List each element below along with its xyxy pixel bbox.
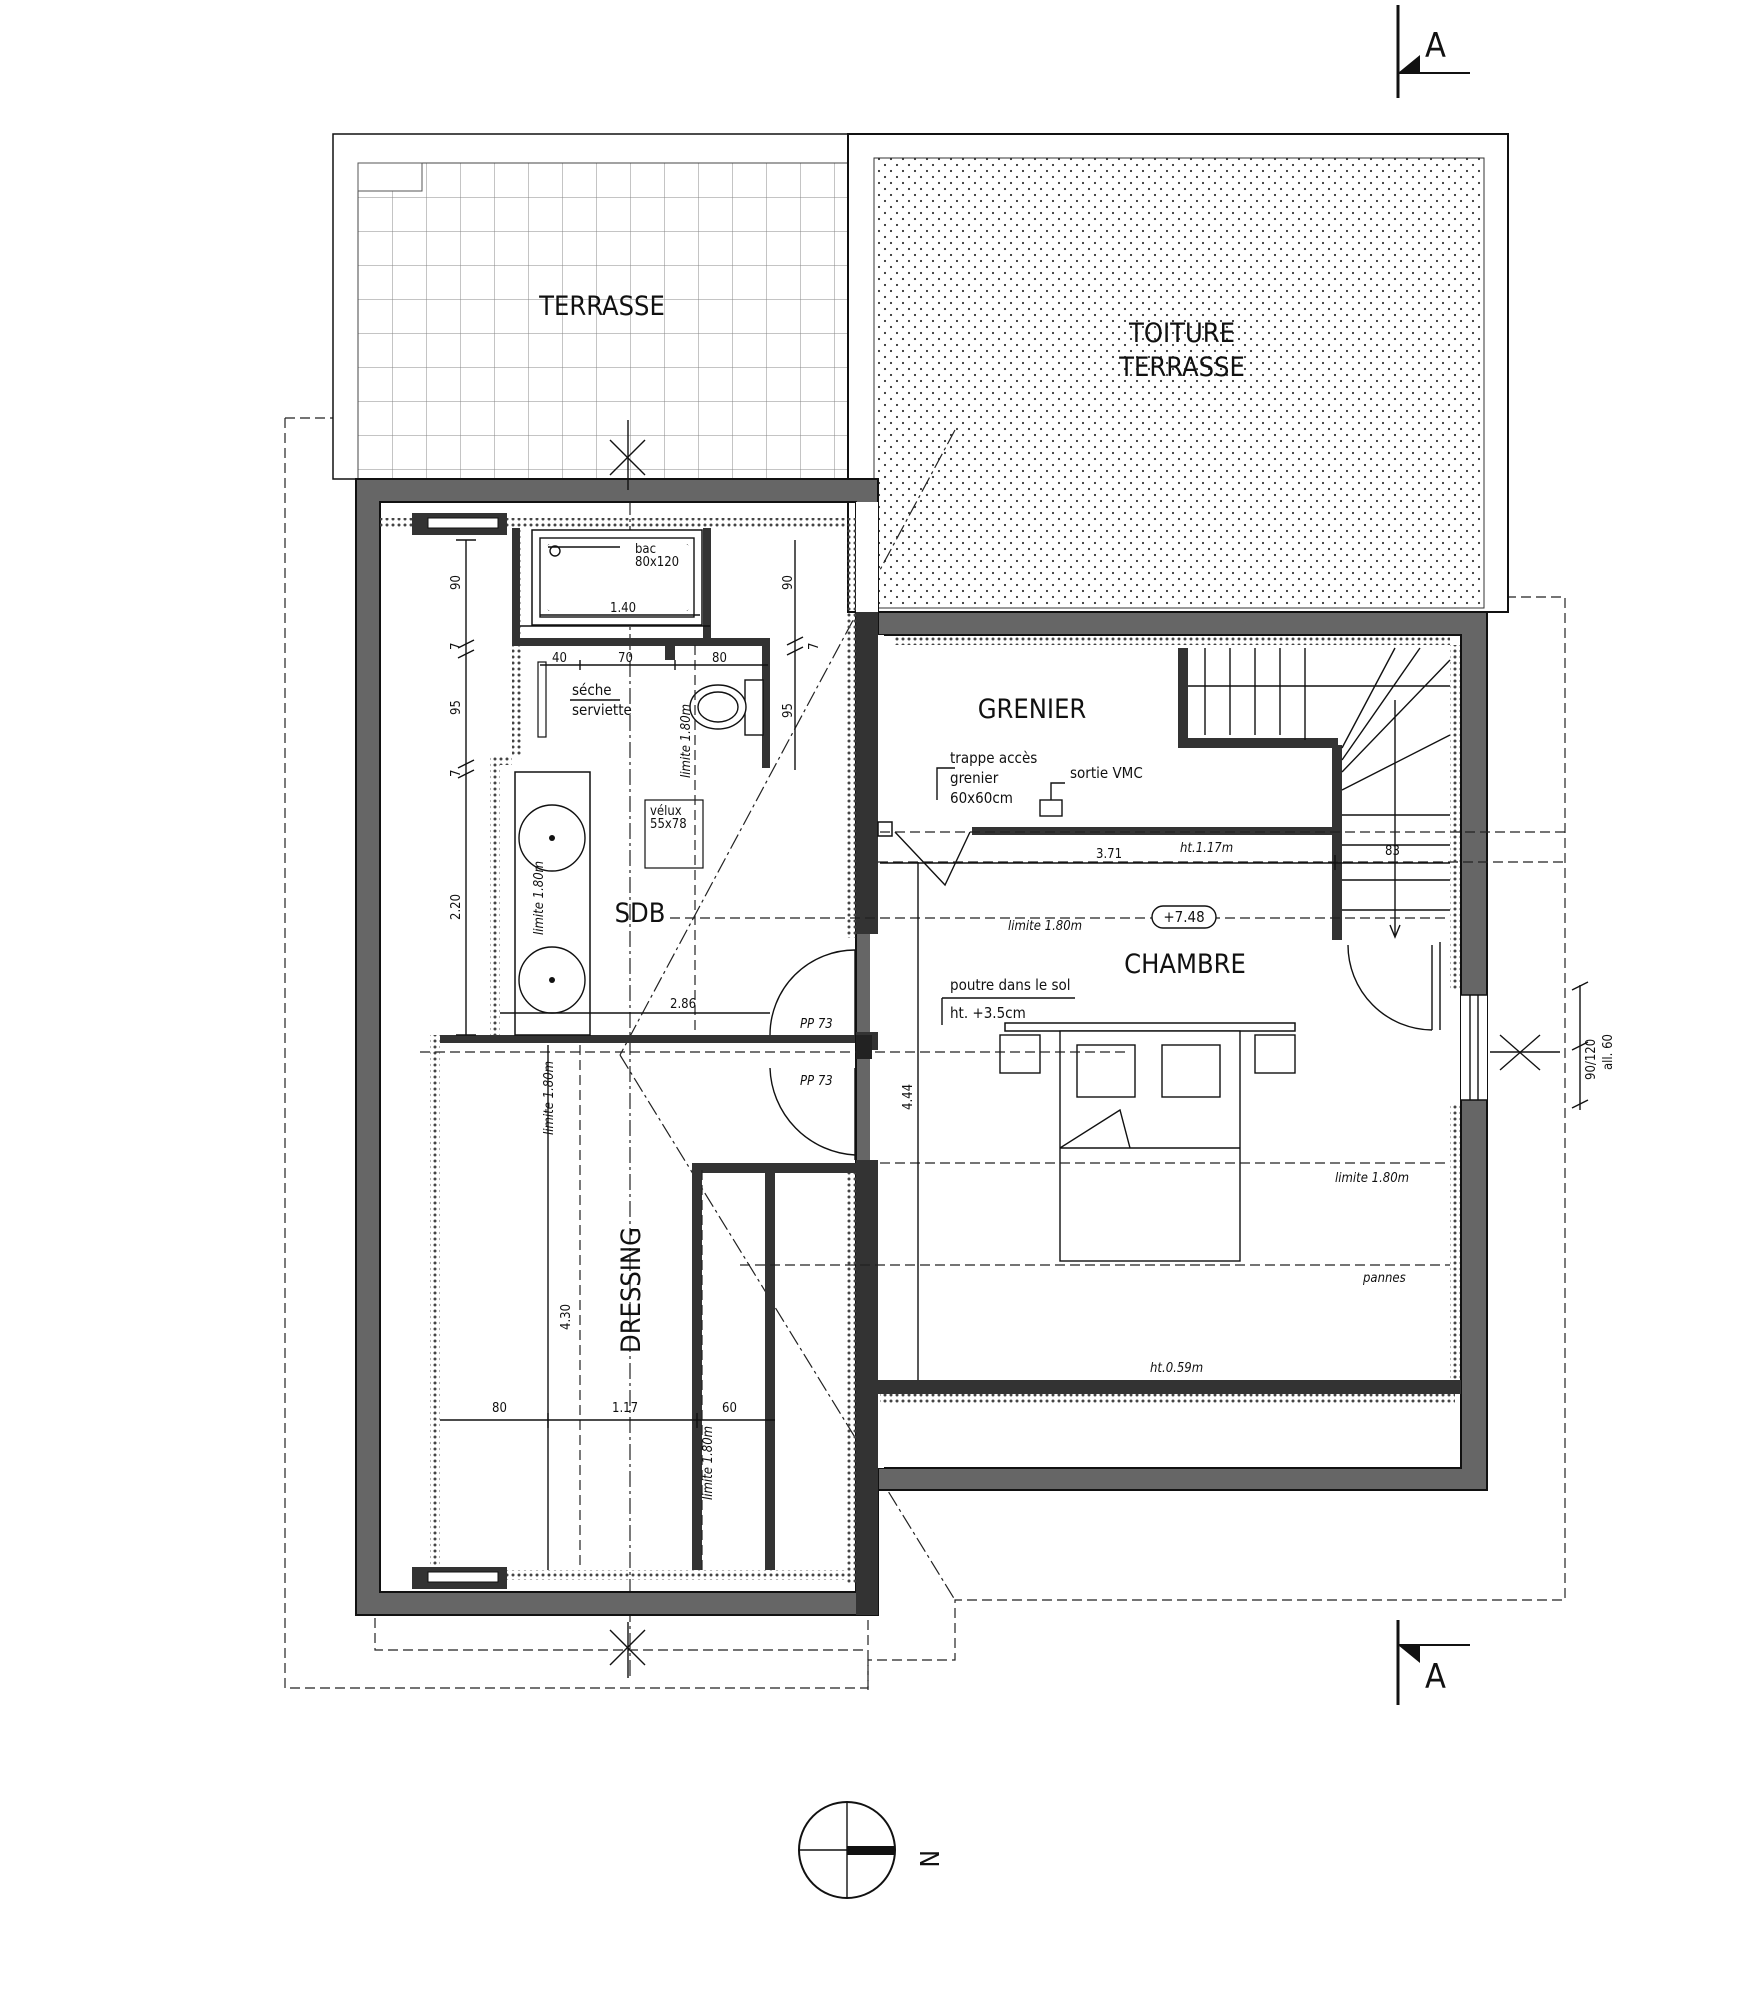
dim-80-dressing: 80 bbox=[492, 1401, 507, 1416]
level-badge bbox=[1151, 905, 1217, 929]
section-label-top: A bbox=[1425, 26, 1446, 66]
door-sdb bbox=[769, 949, 856, 1036]
label-velux: vélux bbox=[650, 804, 682, 819]
section-marker-top: A bbox=[1396, 5, 1470, 98]
window-sill: all. 60 bbox=[1601, 1034, 1616, 1070]
limit-sdb: limite 1.80m bbox=[532, 861, 547, 935]
staircase bbox=[1188, 647, 1451, 939]
label-velux-size: 55x78 bbox=[650, 817, 687, 832]
limit-dressing-right: limite 1.80m bbox=[701, 1426, 716, 1500]
bed bbox=[999, 1022, 1296, 1262]
dim-95-wc: 95 bbox=[781, 703, 796, 718]
roof-window-top bbox=[412, 513, 507, 535]
limit-wc: limite 1.80m bbox=[679, 704, 694, 778]
vmc-outlet bbox=[1039, 799, 1063, 817]
dimension-lines bbox=[440, 539, 1589, 1570]
roof-ridge-lines bbox=[619, 429, 956, 1601]
velux-window bbox=[644, 799, 704, 869]
toiture-terrasse-area bbox=[847, 133, 1509, 613]
room-label-toiture: TOITURE bbox=[1128, 318, 1235, 349]
room-label-terrasse: TERRASSE bbox=[538, 291, 665, 322]
roof-limit-lines bbox=[420, 645, 1565, 1570]
insulation-south bbox=[880, 1394, 1455, 1404]
dim-40: 40 bbox=[552, 651, 567, 666]
junction-walls bbox=[856, 612, 878, 1615]
label-poutre: poutre dans le sol bbox=[950, 976, 1071, 994]
section-marker-bottom: A bbox=[1396, 1620, 1470, 1705]
shower bbox=[520, 529, 710, 627]
level-value: +7.48 bbox=[1163, 908, 1204, 926]
dim-7-wc: 7 bbox=[807, 643, 822, 650]
dim-95-left: 95 bbox=[449, 700, 464, 715]
dim-444: 4.44 bbox=[901, 1084, 916, 1110]
label-bac-size: 80x120 bbox=[635, 555, 679, 570]
limit-dressing-left: limite 1.80m bbox=[542, 1061, 557, 1135]
limit-chambre-bottom: limite 1.80m bbox=[1335, 1171, 1409, 1186]
toilet bbox=[689, 679, 764, 736]
room-label-toiture-terrasse: TERRASSE bbox=[1118, 352, 1245, 383]
label-serviette: serviette bbox=[572, 701, 632, 719]
dim-220: 2.20 bbox=[449, 894, 464, 920]
chambre-south-wall bbox=[878, 1380, 1461, 1394]
room-label-chambre: CHAMBRE bbox=[1124, 949, 1246, 980]
limit-chambre-top: limite 1.80m bbox=[1008, 919, 1082, 934]
door-stair bbox=[1347, 942, 1441, 1031]
door-pp73-dressing: PP 73 bbox=[800, 1074, 833, 1089]
dim-90-left: 90 bbox=[449, 575, 464, 590]
dim-140: 1.40 bbox=[610, 601, 636, 616]
insulation-strips bbox=[380, 518, 1460, 1585]
dim-7-left-a: 7 bbox=[449, 643, 464, 650]
terrasse-area bbox=[332, 133, 849, 480]
height-059: ht.0.59m bbox=[1150, 1361, 1203, 1376]
towel-dryer bbox=[537, 661, 547, 738]
dim-430: 4.30 bbox=[559, 1304, 574, 1330]
roof-window-bottom bbox=[412, 1567, 507, 1589]
label-trappe: trappe accès bbox=[950, 749, 1037, 767]
dim-90-wc: 90 bbox=[781, 575, 796, 590]
label-poutre-height: ht. +3.5cm bbox=[950, 1004, 1026, 1022]
dim-7-left-b: 7 bbox=[449, 770, 464, 777]
axis-markers bbox=[609, 420, 1560, 1678]
height-117: ht.1.17m bbox=[1180, 841, 1233, 856]
label-seche: séche bbox=[572, 681, 612, 699]
room-label-grenier: GRENIER bbox=[978, 694, 1087, 725]
dim-60: 60 bbox=[722, 1401, 737, 1416]
double-vanity bbox=[514, 771, 591, 1036]
dim-117: 1.17 bbox=[612, 1401, 638, 1416]
dim-371: 3.71 bbox=[1096, 847, 1122, 862]
dim-70: 70 bbox=[618, 651, 633, 666]
chambre-window bbox=[1461, 994, 1487, 1101]
label-trappe-size: 60x60cm bbox=[950, 789, 1013, 807]
window-size: 90/120 bbox=[1584, 1039, 1599, 1080]
north-label: N bbox=[913, 1850, 943, 1868]
door-dressing bbox=[769, 1067, 856, 1160]
label-grenier: grenier bbox=[950, 769, 999, 787]
label-pannes: pannes bbox=[1362, 1271, 1406, 1286]
door-pp73-sdb: PP 73 bbox=[800, 1017, 833, 1032]
door-grenier-hatch bbox=[894, 831, 971, 887]
room-label-sdb: SDB bbox=[615, 898, 666, 929]
dim-83: 83 bbox=[1385, 844, 1400, 859]
room-label-dressing: DRESSING bbox=[616, 1227, 647, 1353]
dim-80-wc: 80 bbox=[712, 651, 727, 666]
north-arrow: N bbox=[798, 1801, 943, 1899]
section-label-bottom: A bbox=[1425, 1657, 1446, 1697]
label-bac: bac bbox=[635, 542, 656, 557]
interior-walls bbox=[440, 528, 1342, 1570]
dim-286: 2.86 bbox=[670, 997, 696, 1012]
label-vmc: sortie VMC bbox=[1070, 764, 1143, 782]
